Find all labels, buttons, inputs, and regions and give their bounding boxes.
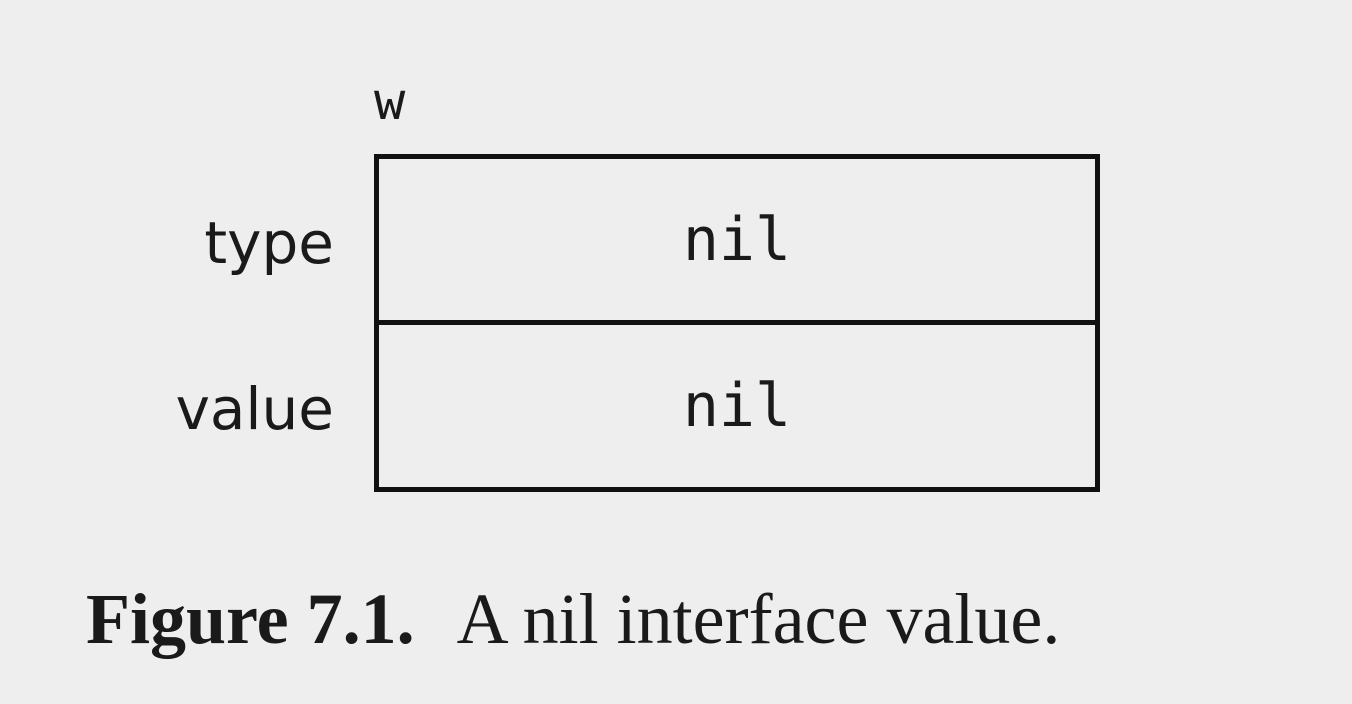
- value-row-label: value: [175, 375, 334, 443]
- interface-value-box: nil nil: [374, 154, 1100, 492]
- type-row-label: type: [204, 209, 334, 277]
- type-cell: nil: [379, 159, 1095, 325]
- figure-caption: Figure 7.1. A nil interface value.: [86, 574, 1060, 664]
- figure-caption-text: A nil interface value.: [456, 579, 1061, 659]
- value-cell: nil: [682, 371, 792, 441]
- variable-name-label: w: [374, 72, 406, 132]
- figure-number: Figure 7.1.: [86, 579, 415, 659]
